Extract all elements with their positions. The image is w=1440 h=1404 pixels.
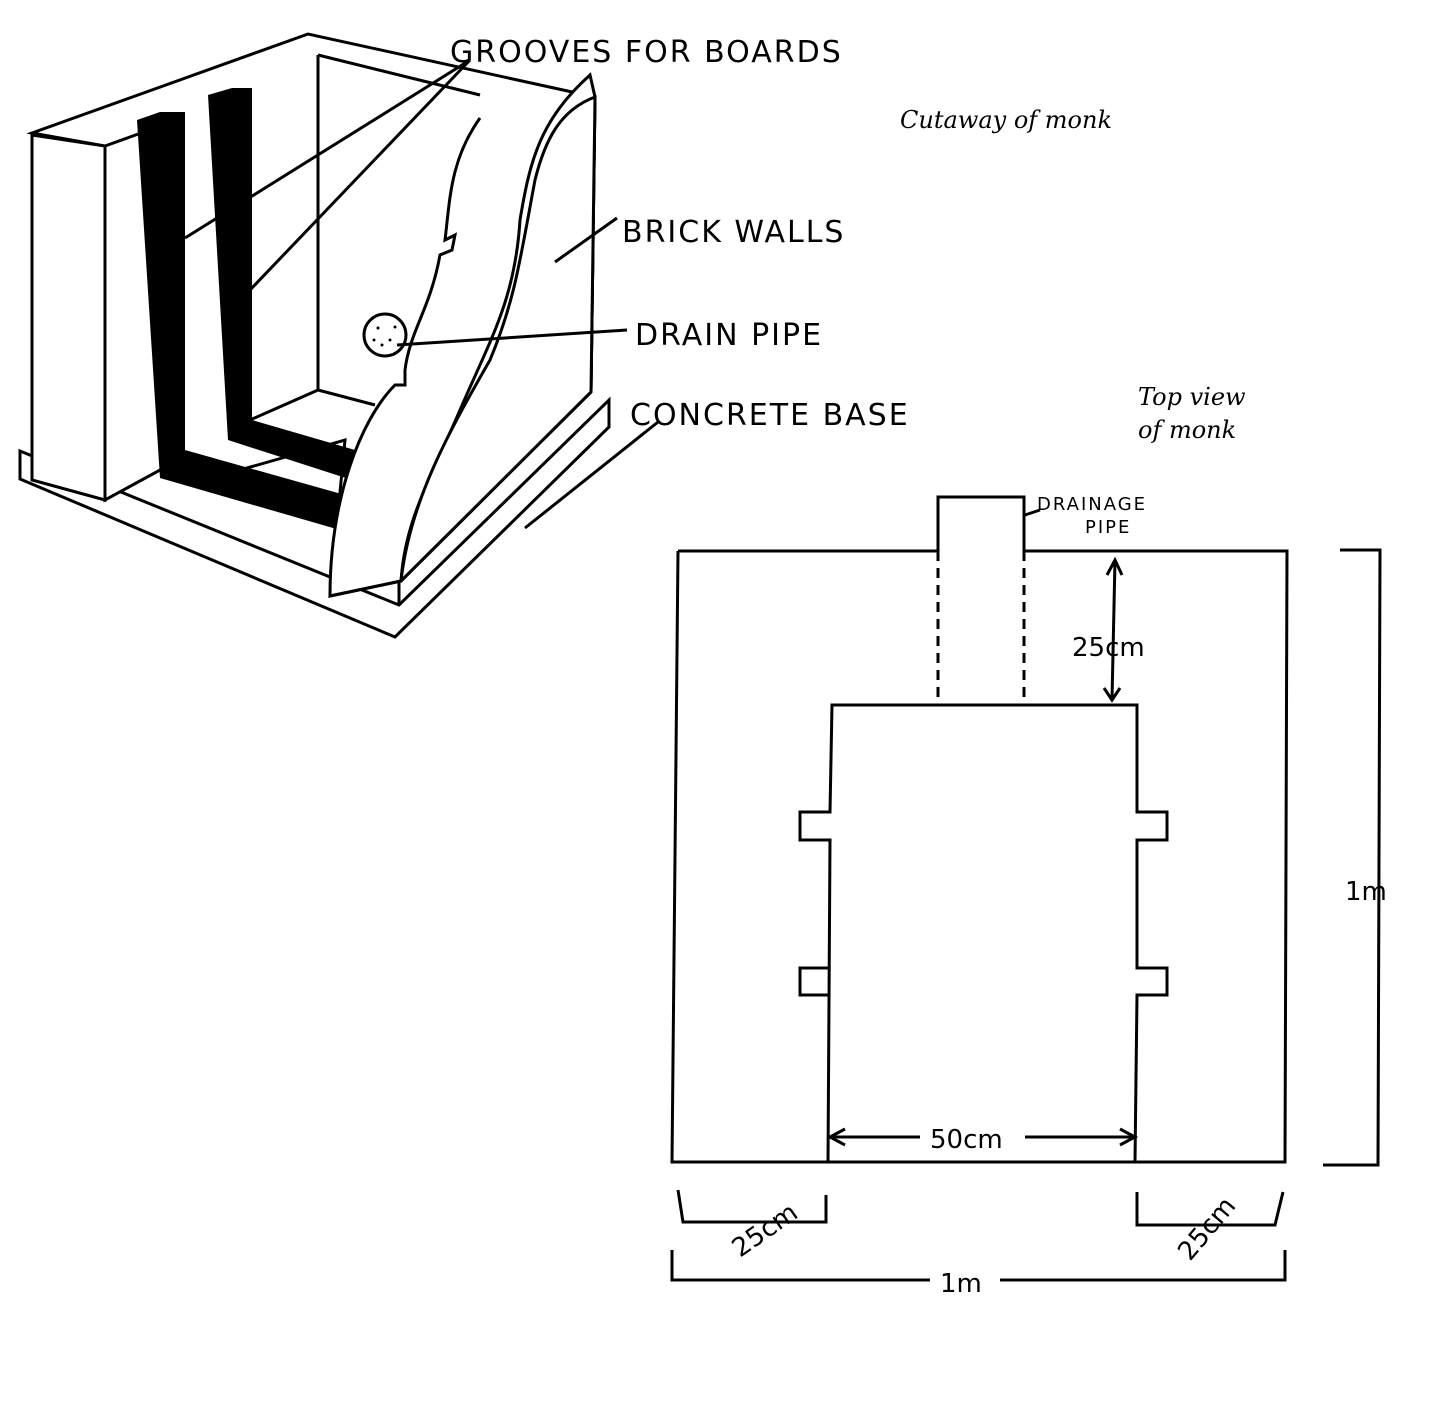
- drain-pipe: [362, 312, 408, 358]
- outer-wall: [670, 549, 1289, 1164]
- label-concrete-base: CONCRETE BASE: [630, 398, 910, 433]
- dim-inner-width: 50cm: [930, 1125, 1003, 1155]
- dim-right-wall: 25cm: [1172, 1192, 1242, 1267]
- cutaway-drawing: [18, 32, 659, 639]
- label-drainage-1: DRAINAGE: [1037, 494, 1147, 515]
- drainage-pipe: [936, 495, 1026, 551]
- dim-height: 1m: [1345, 877, 1387, 907]
- dim-pipe-gap: 25cm: [1072, 633, 1145, 663]
- dim-left-wall: 25cm: [727, 1197, 804, 1263]
- groove-right: [208, 88, 355, 480]
- groove-left: [137, 112, 345, 530]
- label-brick-walls: BRICK WALLS: [622, 215, 845, 250]
- caption-top-view-1: Top view: [1138, 383, 1246, 411]
- inner-chamber: [798, 703, 1169, 1163]
- dim-width: 1m: [940, 1269, 982, 1299]
- left-pillar: [30, 133, 107, 502]
- label-drain-pipe: DRAIN PIPE: [635, 318, 823, 353]
- label-grooves: GROOVES FOR BOARDS: [450, 35, 843, 70]
- label-drainage-2: PIPE: [1085, 517, 1131, 538]
- caption-top-view-2: of monk: [1138, 416, 1236, 444]
- caption-cutaway: Cutaway of monk: [900, 106, 1112, 134]
- top-view-drawing: [670, 495, 1382, 1282]
